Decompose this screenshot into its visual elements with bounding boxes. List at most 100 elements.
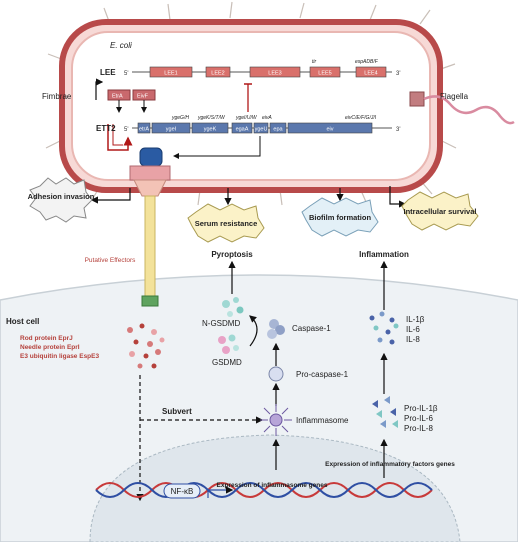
ett2-gene-4 [253, 122, 269, 134]
ngsdmd-label: N-GSDMD [202, 319, 240, 328]
dna-helix [95, 482, 433, 498]
ett2-gene-label-4: ygeU [255, 127, 268, 133]
ett2-locus: ETT2 5' 3' etrA ygeI ygeK egaA ygeU epa eiv yg… [96, 115, 400, 159]
svg-text:Needle protein EprI: Needle protein EprI [20, 344, 80, 351]
svg-text:EtrA: EtrA [112, 94, 123, 100]
ett2-tag-0: ygeG/H [171, 115, 189, 121]
ett2-5prime: 5' [124, 127, 128, 133]
phenotype-arrows [90, 186, 407, 208]
lee-tag-esp: espADB/F [355, 59, 379, 65]
fimbrae-label: Fimbrae [42, 92, 72, 101]
ett2-gene-label-0: etrA [139, 127, 149, 133]
effector-list: Rod protein EprJ Needle protein EprI E3 … [20, 335, 99, 360]
lee-3prime: 3' [396, 71, 400, 77]
effectors-label: Putative Effectors [85, 257, 137, 264]
biofilm-label: Biofilm formation [309, 213, 371, 222]
ett2-gene-label-1: ygeI [166, 127, 177, 133]
host-cell-label: Host cell [6, 317, 39, 326]
lee-gene-label-3: LEE5 [318, 71, 331, 77]
proil6-label: Pro-IL-6 [404, 414, 433, 423]
serum-label: Serum resistance [195, 219, 258, 228]
gsdmd [218, 334, 239, 354]
proil8-label: Pro-IL-8 [404, 424, 433, 433]
pro-cytokines [372, 396, 398, 428]
pyroptosis-title: Pyroptosis [211, 250, 253, 259]
ett2-gene-6 [287, 122, 373, 134]
ett2-gene-label-6: eiv [326, 127, 333, 133]
regulators: EtrA EivF [107, 83, 252, 151]
lee-gene-label-4: LEE4 [364, 71, 377, 77]
expr-inflammatory: Expression of inflammatory factors genes [325, 461, 455, 468]
lee-gene-2 [249, 66, 301, 78]
il8-label: IL-8 [406, 335, 420, 344]
lee-locus: LEE 5' 3' LEE1 LEE2 LEE3 LEE5 LEE4 tir espAD… [100, 59, 400, 78]
gsdmd-label: GSDMD [212, 358, 242, 367]
ett2-label: ETT2 [96, 124, 116, 133]
ett2-gene-2 [191, 122, 229, 134]
fimbrae-arrow [95, 78, 104, 100]
subvert-label: Subvert [162, 407, 192, 416]
ett2-tag-2: ygeI/U/W [235, 115, 258, 121]
expr-inflammasome: Expression of inflammasome genes [217, 482, 328, 489]
ett2-gene-3 [231, 122, 253, 134]
lee-gene-4 [355, 66, 387, 78]
phenotype-biofilm: Biofilm formation [301, 197, 379, 237]
cytokines [369, 311, 399, 345]
needle [144, 195, 156, 297]
lee-tag-tir: tir [312, 59, 317, 65]
nfkb-label: NF-κB [171, 487, 194, 496]
bacterium [45, 1, 457, 206]
lee-5prime: 5' [124, 71, 128, 77]
inflammasome-label: Inflammasome [296, 416, 349, 425]
svg-text:Adhesion invasion: Adhesion invasion [28, 192, 95, 201]
nfkb-badge [163, 483, 201, 499]
lee-gene-label-1: LEE2 [211, 71, 224, 77]
cytoplasm [71, 31, 431, 181]
host-cell [0, 274, 518, 542]
ett2-3prime: 3' [396, 127, 400, 133]
ett2-gene-label-3: egaA [236, 127, 249, 133]
adhesion-label: Adhesion invasion [28, 192, 95, 201]
injectisome [129, 147, 171, 307]
ett2-gene-0 [137, 122, 151, 134]
nucleus [89, 434, 461, 542]
ett2-tag-3: eivA [262, 115, 272, 121]
il6-label: IL-6 [406, 325, 420, 334]
ett2-gene-1 [151, 122, 191, 134]
species-name: E. coli [110, 41, 132, 50]
procaspase-label: Pro-caspase-1 [296, 370, 349, 379]
phenotype-serum: Serum resistance [187, 203, 265, 243]
ett2-gene-5 [269, 122, 287, 134]
caspase1 [267, 319, 285, 339]
translocon [141, 295, 159, 307]
lee-gene-1 [205, 66, 231, 78]
proil1b-label: Pro-IL-1β [404, 404, 438, 413]
ett2-gene-label-5: epa [273, 127, 283, 133]
lee-gene-label-0: LEE1 [164, 71, 177, 77]
intracellular-label: Intracellular survival [404, 207, 477, 216]
phenotype-intracellular: Intracellular survival [401, 191, 479, 231]
effector-dots [127, 323, 165, 369]
ett2-tag-1: ygeK/S/T/W [197, 115, 226, 121]
caspase-label: Caspase-1 [292, 324, 331, 333]
svg-text:E3 ubiquitin ligase EspE3: E3 ubiquitin ligase EspE3 [20, 353, 99, 360]
lee-gene-0 [149, 66, 193, 78]
procaspase1 [268, 366, 284, 382]
lee-gene-3 [309, 66, 341, 78]
svg-text:Rod protein EprJ: Rod protein EprJ [20, 335, 73, 342]
ngsdmd [222, 297, 244, 317]
ett2-tag-4: eivC/E/F/G/J/I [345, 115, 377, 121]
subvert-arrows [136, 375, 264, 502]
lee-label: LEE [100, 68, 116, 77]
inflammasome [260, 404, 292, 436]
flagella-label: Flagella [440, 92, 469, 101]
il1b-label: IL-1β [406, 315, 425, 324]
svg-text:EivF: EivF [137, 94, 149, 100]
lee-gene-label-2: LEE3 [268, 71, 281, 77]
ett2-gene-label-2: ygeK [204, 127, 217, 133]
phenotype-adhesion: Adhesion invasion [28, 177, 95, 223]
flagella: Flagella [409, 91, 515, 125]
inflammation-title: Inflammation [359, 250, 409, 259]
